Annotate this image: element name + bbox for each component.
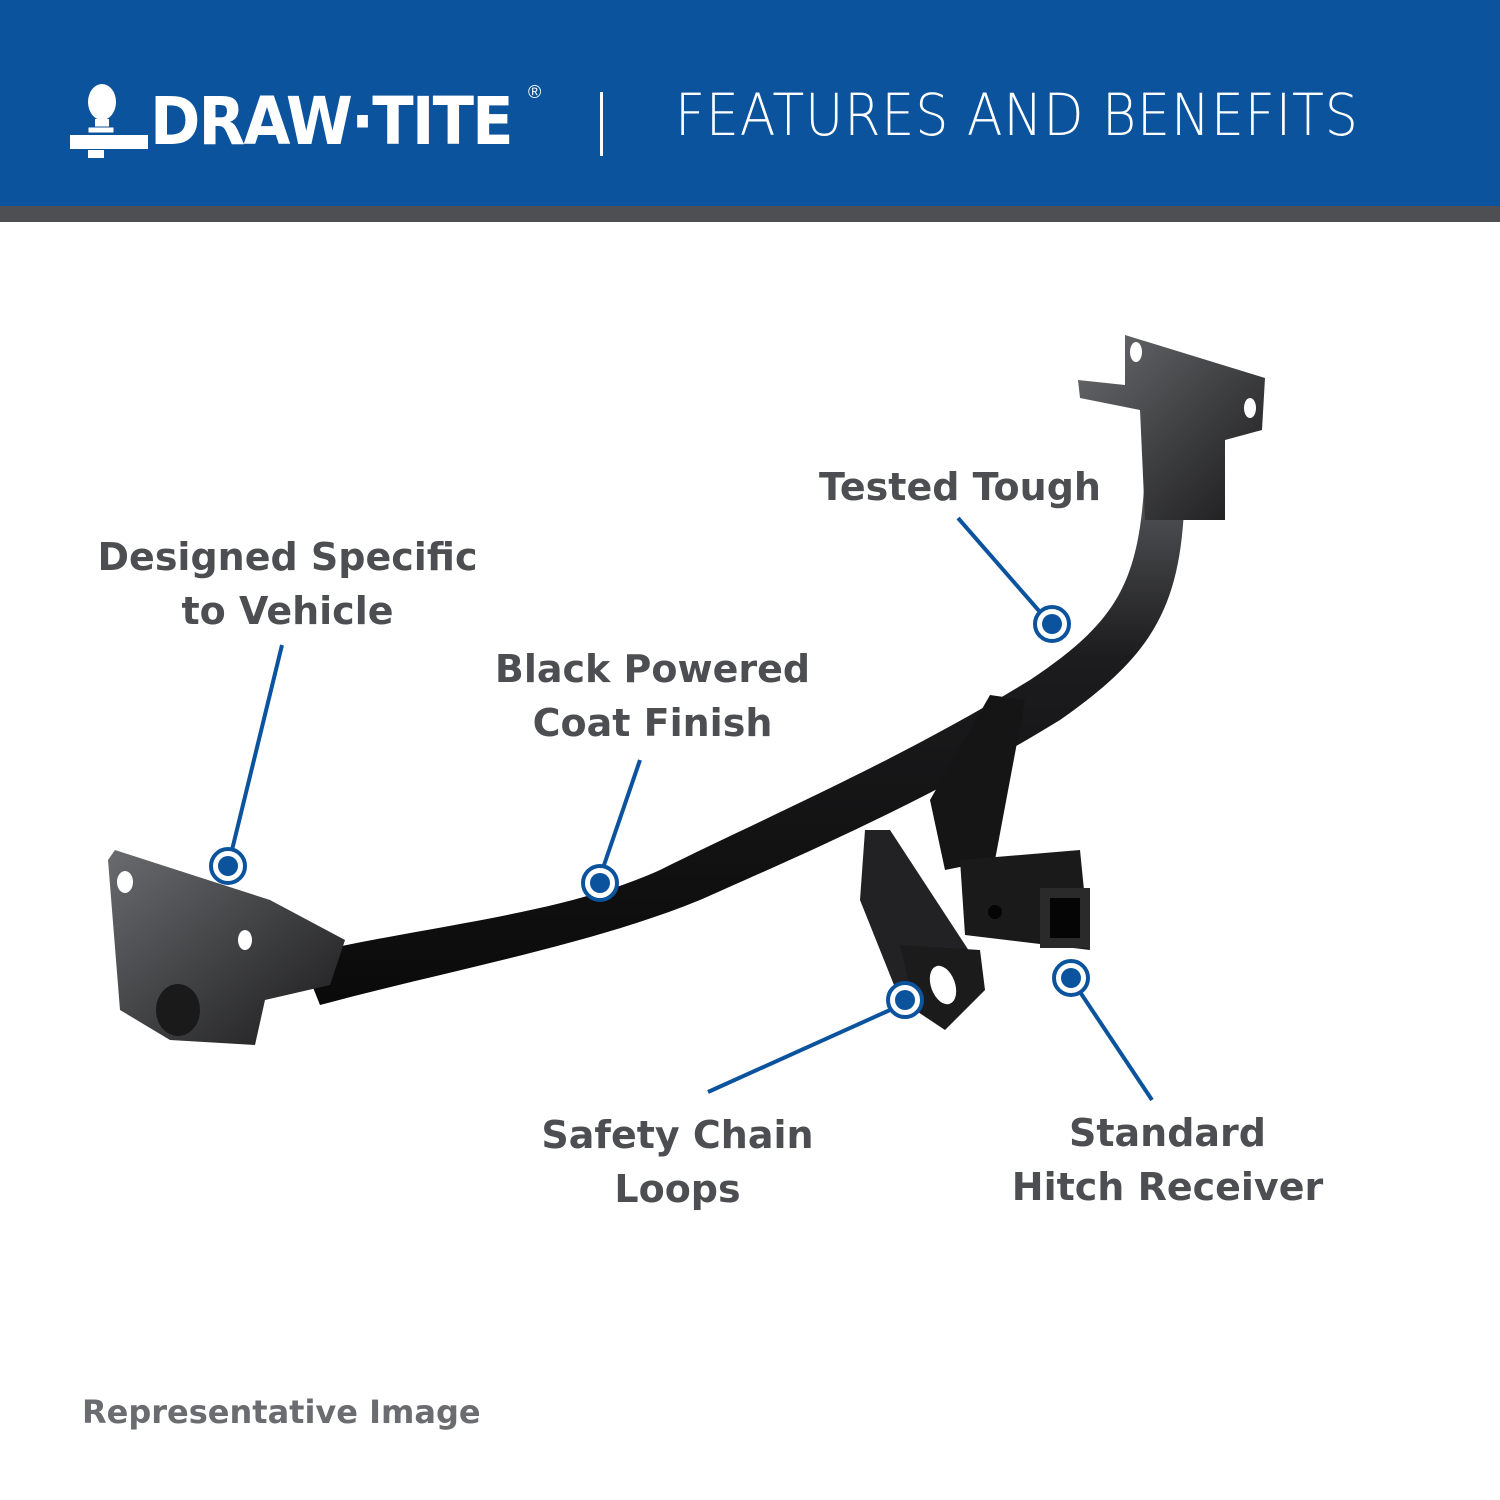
callout-designed-specific: Designed Specific to Vehicle xyxy=(90,530,485,638)
header-banner: DRAW·TITE ® FEATURES AND BENEFITS xyxy=(0,0,1500,206)
header-underline-bar xyxy=(0,206,1500,222)
callout-line: Safety Chain xyxy=(541,1113,814,1157)
callout-line: Standard xyxy=(1068,1111,1266,1155)
receiver-gusset xyxy=(930,695,1025,870)
callout-line: Tested Tough xyxy=(819,465,1101,509)
callout-line: to Vehicle xyxy=(181,589,394,633)
callout-dot-icon xyxy=(581,864,619,902)
callout-line: Black Powered xyxy=(494,647,811,691)
brand-name: DRAW·TITE xyxy=(150,83,514,160)
callout-lines xyxy=(230,516,1154,1102)
callout-black-powder-coat: Black Powered Coat Finish xyxy=(480,642,825,750)
callout-safety-chain-loops: Safety Chain Loops xyxy=(525,1108,830,1216)
callout-line: Designed Specific xyxy=(97,535,478,579)
callout-dot-icon xyxy=(1033,605,1071,643)
callout-dot-icon xyxy=(209,847,247,885)
callout-line: Coat Finish xyxy=(532,701,773,745)
left-bolt-hole xyxy=(117,871,133,893)
page-title: FEATURES AND BENEFITS xyxy=(675,81,1359,149)
safety-chain-loop-hole xyxy=(929,965,957,1005)
callout-dot-icon xyxy=(886,981,924,1019)
left-bolt-hole xyxy=(238,930,252,950)
right-mount-bracket xyxy=(1078,335,1265,520)
representative-image-note: Representative Image xyxy=(82,1393,481,1431)
callout-standard-receiver: Standard Hitch Receiver xyxy=(1000,1106,1335,1214)
right-bolt-hole xyxy=(1130,342,1142,362)
header-divider xyxy=(600,92,603,156)
hitch-ball-icon xyxy=(70,84,148,158)
pin-hole xyxy=(988,905,1002,919)
callout-dots xyxy=(209,605,1090,1019)
callout-line: Hitch Receiver xyxy=(1011,1165,1324,1209)
receiver-opening xyxy=(1050,898,1080,938)
left-tube-end xyxy=(156,984,200,1036)
callout-tested-tough: Tested Tough xyxy=(805,460,1115,514)
callout-dot-icon xyxy=(1052,959,1090,997)
right-bolt-hole xyxy=(1244,398,1256,418)
brand-logo: DRAW·TITE ® xyxy=(68,82,548,160)
registered-mark: ® xyxy=(528,82,542,102)
callout-line: Loops xyxy=(614,1167,741,1211)
